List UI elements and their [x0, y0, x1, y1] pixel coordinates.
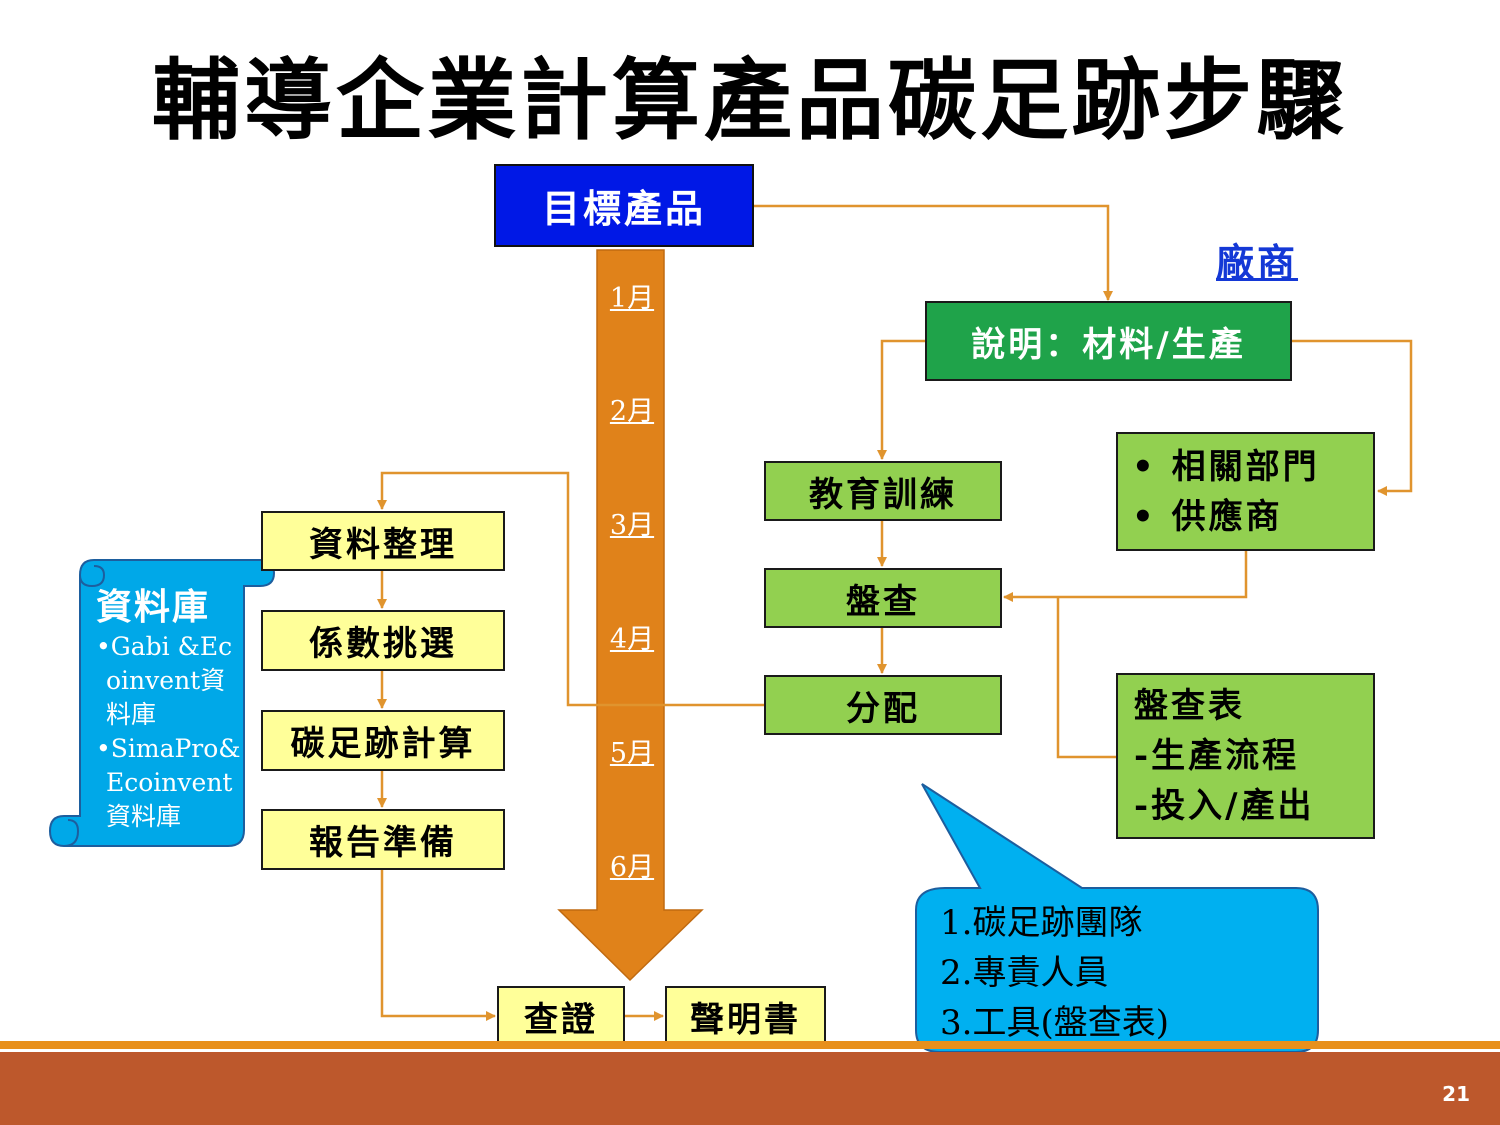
connector-departments-to-inventory — [1003, 551, 1248, 602]
month-label-2: 2月 — [609, 396, 655, 427]
inventory-label: 盤查 — [846, 581, 920, 622]
page-number: 21 — [1442, 1082, 1470, 1106]
inventory-sheet-io: -投入/產出 — [1134, 786, 1315, 826]
allocation-box: 分配 — [764, 675, 1002, 735]
declaration-box: 聲明書 — [665, 986, 826, 1046]
connector-explain-to-departments — [1291, 339, 1413, 496]
connector-step4-to-verification — [380, 870, 496, 1021]
step-report-prep-box: 報告準備 — [261, 809, 505, 870]
step-data-organize-label: 資料整理 — [309, 524, 457, 565]
database-panel: 資料庫 •Gabi &Ecoinvent資料庫 •SimaPro& Ecoinv… — [96, 584, 244, 834]
connector-allocation-to-data — [377, 471, 764, 707]
month-label-6: 6月 — [609, 852, 655, 883]
month-label-4: 4月 — [609, 624, 655, 655]
footer-bar — [0, 1052, 1500, 1125]
connector-sheet-to-inventory — [1056, 597, 1116, 759]
inventory-box: 盤查 — [764, 568, 1002, 628]
training-label: 教育訓練 — [809, 474, 957, 515]
step-report-prep-label: 報告準備 — [309, 823, 457, 863]
verification-box: 查證 — [497, 986, 625, 1046]
departments-list: 相關部門 供應商 — [1118, 442, 1320, 542]
step-footprint-calc-label: 碳足跡計算 — [290, 724, 476, 764]
inventory-sheet-box: 盤查表 -生產流程 -投入/產出 — [1116, 673, 1375, 839]
database-item-simapro: •SimaPro& Ecoinvent 資料庫 — [96, 734, 241, 831]
declaration-label: 聲明書 — [690, 999, 801, 1040]
vendor-label: 廠商 — [1216, 240, 1299, 285]
database-title: 資料庫 — [96, 586, 211, 628]
allocation-label: 分配 — [846, 688, 920, 729]
step-data-organize-box: 資料整理 — [261, 511, 505, 571]
step-factor-select-label: 係數挑選 — [309, 624, 457, 664]
departments-box: 相關部門 供應商 — [1116, 432, 1375, 551]
callout-bubble-shape — [915, 783, 1319, 1053]
explain-box: 說明：材料/生產 — [925, 301, 1292, 381]
month-label-1: 1月 — [609, 283, 655, 314]
connector-target-to-explain — [754, 204, 1113, 301]
connector-explain-to-training — [877, 339, 926, 460]
database-scroll-shape — [48, 559, 276, 847]
target-product-label: 目標產品 — [541, 186, 706, 231]
verification-label: 查證 — [524, 999, 598, 1040]
month-label-3: 3月 — [609, 510, 655, 541]
step-factor-select-box: 係數挑選 — [261, 610, 505, 671]
department-item-related: 相關部門 — [1132, 442, 1320, 492]
callout-item-staff: 2.專責人員 — [940, 953, 1109, 993]
training-box: 教育訓練 — [764, 461, 1002, 521]
callout-item-tool: 3.工具(盤查表) — [940, 1003, 1169, 1043]
department-item-supplier: 供應商 — [1132, 492, 1320, 542]
step-footprint-calc-box: 碳足跡計算 — [261, 710, 505, 771]
timeline-arrow — [557, 249, 704, 982]
inventory-sheet-process: -生產流程 — [1134, 736, 1300, 776]
explain-label: 說明：材料/生產 — [971, 324, 1246, 365]
database-item-gabi: •Gabi &Ecoinvent資料庫 — [96, 632, 233, 729]
callout-item-team: 1.碳足跡團隊 — [940, 903, 1143, 943]
month-label-5: 5月 — [609, 738, 655, 769]
callout-text: 1.碳足跡團隊 2.專責人員 3.工具(盤查表) — [940, 898, 1169, 1048]
inventory-sheet-title: 盤查表 — [1134, 686, 1245, 726]
footer-accent-line — [0, 1041, 1500, 1049]
target-product-box: 目標產品 — [494, 164, 754, 247]
page-title: 輔導企業計算產品碳足跡步驟 — [151, 48, 1348, 152]
